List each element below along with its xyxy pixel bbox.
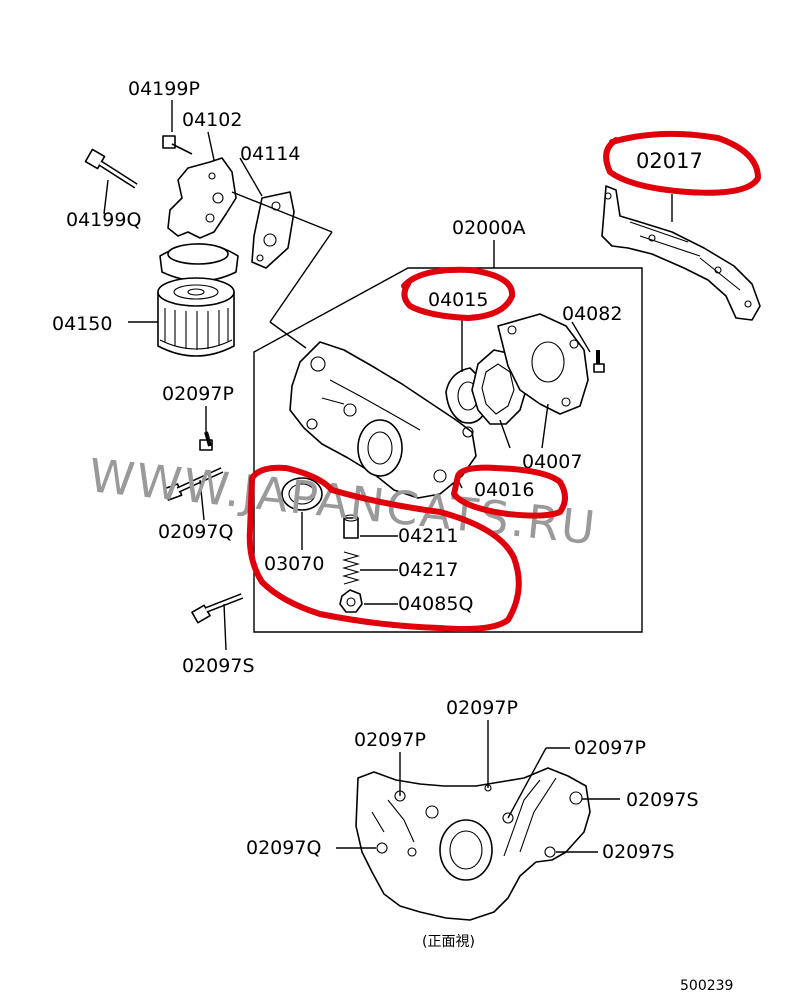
front-view-leaders [336, 720, 620, 853]
front-label-02097Q: 02097Q [246, 837, 321, 859]
relief-spring-04217-icon [341, 551, 361, 585]
front-label-02097P-top: 02097P [446, 697, 518, 719]
label-02097Q-left: 02097Q [158, 521, 233, 543]
front-label-02097P-left: 02097P [354, 729, 426, 751]
front-view-drawing [355, 767, 591, 921]
label-04015: 04015 [428, 289, 488, 311]
bolt-02097S-left-icon [191, 593, 244, 651]
front-label-02097S-lower: 02097S [602, 841, 675, 863]
label-02000A: 02000A [452, 217, 525, 239]
bolt-04199Q-icon [84, 148, 138, 189]
oil-pump-body-icon [289, 341, 477, 499]
bolt-02097Q-left-icon [163, 467, 224, 521]
label-04199Q: 04199Q [66, 209, 141, 231]
label-04016: 04016 [474, 479, 534, 501]
oil-filter-04150-icon [157, 277, 235, 357]
oil-pump-group-box [253, 240, 643, 633]
label-04211: 04211 [398, 525, 458, 547]
filter-leaders [103, 100, 263, 323]
bolt-04199P-icon [162, 135, 193, 155]
label-04082: 04082 [562, 303, 622, 325]
label-04102: 04102 [182, 109, 242, 131]
label-04085Q: 04085Q [398, 593, 473, 615]
oil-seal-03070-icon [281, 477, 323, 511]
highlight-relief-valve-group [246, 464, 522, 632]
bracket-04102-icon [167, 157, 237, 239]
part-labels: 04199P 04102 04114 04199Q 04150 02000A 0… [52, 78, 733, 994]
label-04150: 04150 [52, 313, 112, 335]
label-04199P: 04199P [128, 78, 200, 100]
highlight-02017 [603, 130, 761, 196]
relief-plunger-04211-icon [343, 514, 359, 539]
highlight-04015 [401, 266, 516, 321]
bolt-02097P-left-icon [199, 406, 213, 451]
front-label-02097P-right: 02097P [574, 737, 646, 759]
highlight-04016 [451, 464, 568, 519]
label-04217: 04217 [398, 559, 458, 581]
screw-04082-icon [593, 350, 605, 373]
front-label-02097S-upper: 02097S [626, 789, 699, 811]
gasket-04114-icon [251, 191, 295, 269]
label-04007: 04007 [522, 451, 582, 473]
label-02097P-left: 02097P [162, 383, 234, 405]
label-02017: 02017 [636, 149, 703, 173]
pump-leaders [301, 318, 591, 605]
diagram-number: 500239 [680, 978, 733, 994]
label-03070: 03070 [264, 553, 324, 575]
front-view-caption: (正面視) [422, 934, 475, 950]
filter-bracket-drawing [84, 135, 333, 357]
label-02097S-left: 02097S [182, 655, 255, 677]
label-04114: 04114 [240, 143, 300, 165]
plug-04085Q-icon [339, 589, 363, 613]
gasket-02017-icon [601, 185, 761, 321]
red-highlight-marks [246, 130, 761, 632]
pump-cover-04082-area-icon [497, 313, 589, 415]
